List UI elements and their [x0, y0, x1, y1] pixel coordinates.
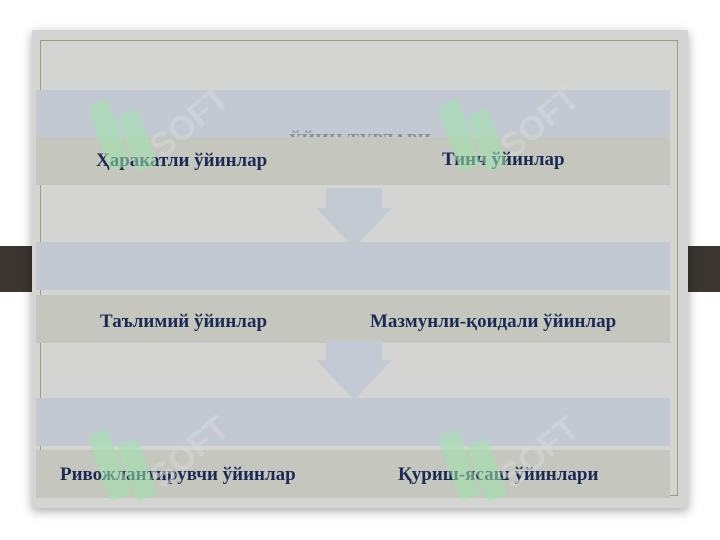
game-type-quiet: Тинч ўйинлар	[442, 149, 565, 170]
down-arrow-1	[316, 188, 392, 248]
game-type-educational: Таълимий ўйинлар	[100, 311, 268, 332]
category-band-2	[36, 242, 670, 290]
game-type-active: Ҳаракатли ўйинлар	[96, 150, 268, 171]
game-type-developmental: Ривожлантирувчи ўйинлар	[60, 464, 296, 485]
category-strip-2	[36, 295, 670, 343]
category-band-3	[36, 398, 670, 446]
down-arrow-2	[316, 340, 392, 400]
game-type-rule-based: Мазмунли-қоидали ўйинлар	[370, 311, 617, 332]
game-type-construction: Қуриш-ясаш ўйинлари	[398, 464, 599, 485]
